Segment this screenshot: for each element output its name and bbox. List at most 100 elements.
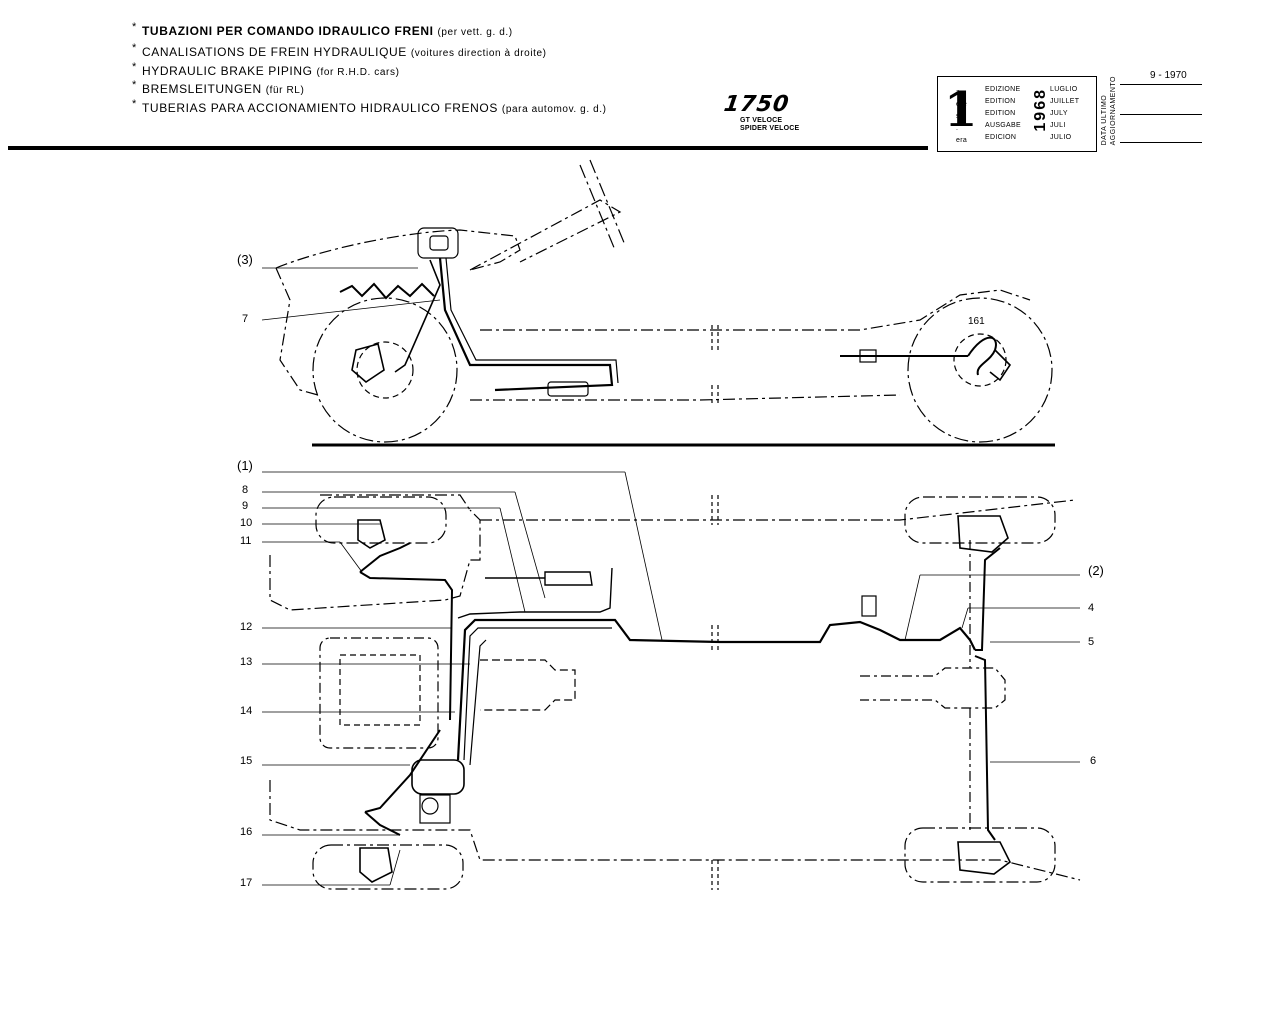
engine-head xyxy=(339,654,421,726)
update-line xyxy=(1120,84,1202,85)
callout-5: 5 xyxy=(1088,636,1095,648)
pipe-servo-feed xyxy=(457,567,613,619)
brake-servo-plan xyxy=(411,759,465,795)
callout-13: 13 xyxy=(240,656,253,668)
model-variant-gt: GT VELOCE xyxy=(740,117,783,124)
callout-leader xyxy=(514,491,546,599)
bullet-mark: * xyxy=(132,79,137,91)
rear-left-wheel xyxy=(904,496,1056,544)
edition-month: JULIO xyxy=(1050,134,1072,141)
break-mark xyxy=(711,495,719,890)
windscreen-outline xyxy=(469,199,622,271)
reservoir-cap xyxy=(429,235,449,251)
title-line-de: * BREMSLEITUNGEN (für RL) xyxy=(132,79,305,96)
front-left-caliper xyxy=(357,519,386,549)
front-caliper xyxy=(351,343,385,384)
callout-4: 4 xyxy=(1088,602,1095,614)
callout-8: 8 xyxy=(242,484,249,496)
callout-leader xyxy=(499,507,526,613)
callout-leader xyxy=(624,471,663,641)
rear-wheel xyxy=(907,297,1053,443)
pipe-front-left-end xyxy=(359,542,411,573)
pipe-rear-main-inner xyxy=(463,627,612,761)
edition-month: JULY xyxy=(1050,110,1068,117)
title-line-fr: * CANALISATIONS DE FREIN HYDRAULIQUE (vo… xyxy=(132,42,547,59)
front-right-wheel xyxy=(312,844,464,890)
rear-axle-diff xyxy=(860,667,1006,709)
plan-view xyxy=(262,471,1081,890)
servo-plan-unit xyxy=(485,571,593,586)
callout-2: (2) xyxy=(1088,563,1104,578)
callout-leader xyxy=(339,541,363,573)
bullet-mark: * xyxy=(132,21,137,33)
callout-161: 161 xyxy=(968,316,985,327)
update-line xyxy=(1120,114,1202,115)
reservoir-plan xyxy=(421,797,439,815)
callout-12: 12 xyxy=(240,621,253,633)
edition-suffix: . xyxy=(956,125,959,132)
edition-label: EDIZIONE xyxy=(985,86,1021,93)
edition-label: EDITION xyxy=(985,110,1016,117)
pipe-rear-right xyxy=(974,655,996,841)
pressure-regulator xyxy=(859,349,877,363)
callout-15: 15 xyxy=(240,755,253,767)
pipe-rear-main xyxy=(456,618,976,761)
callout-10: 10 xyxy=(240,517,253,529)
title-line-it: * TUBAZIONI PER COMANDO IDRAULICO FRENI … xyxy=(132,21,513,38)
pressure-regulator-plan xyxy=(861,595,877,617)
edition-suffix: st xyxy=(956,113,963,120)
bullet-mark: * xyxy=(132,98,137,110)
edition-suffix: a xyxy=(956,89,961,96)
callout-6: 6 xyxy=(1090,755,1097,767)
front-left-wheel xyxy=(315,496,447,544)
gearbox-plan xyxy=(480,659,576,711)
title-line-es: * TUBERIAS PARA ACCIONAMIENTO HIDRAULICO… xyxy=(132,98,607,115)
sill-line xyxy=(480,289,1031,331)
callout-9: 9 xyxy=(242,500,249,512)
edition-label: AUSGABE xyxy=(985,122,1021,129)
edition-label: EDICION xyxy=(985,134,1017,141)
break-mark xyxy=(711,325,719,405)
edition-month: LUGLIO xyxy=(1050,86,1078,93)
steering-column xyxy=(579,159,626,251)
front-hub xyxy=(356,341,414,399)
master-cylinder-plan xyxy=(419,794,451,824)
rear-right-wheel xyxy=(904,827,1056,883)
callout-leader xyxy=(389,849,401,886)
side-outline xyxy=(480,499,1076,521)
callout-11: 11 xyxy=(240,535,252,547)
model-variant-spider: SPIDER VELOCE xyxy=(740,125,800,132)
brake-servo xyxy=(547,381,589,397)
header-rule xyxy=(8,146,928,150)
body-outline xyxy=(275,229,521,396)
pipe-rear-left xyxy=(975,547,1001,651)
side-view xyxy=(261,159,1055,447)
pipe-rear-return xyxy=(469,639,487,766)
edition-month: JUILLET xyxy=(1050,98,1080,105)
pipe-front-right-end xyxy=(364,811,401,836)
bullet-mark: * xyxy=(132,61,137,73)
front-body-outline xyxy=(269,494,481,611)
floor-line xyxy=(470,394,901,401)
pipe-front-left xyxy=(359,571,454,721)
callout-leader xyxy=(261,299,441,321)
callout-17: 17 xyxy=(240,877,253,889)
engine-plan xyxy=(319,637,439,749)
edition-suffix: era xyxy=(956,137,968,144)
master-cylinder-reservoir xyxy=(417,227,459,259)
callout-7: 7 xyxy=(242,313,249,325)
callout-leader xyxy=(961,607,969,629)
engine-block xyxy=(339,282,435,300)
rear-left-caliper xyxy=(957,515,1009,553)
rear-caliper xyxy=(989,349,1012,382)
brake-pipe-main xyxy=(438,257,614,392)
pipe-front-right xyxy=(364,729,441,813)
edition-box xyxy=(937,76,1097,152)
front-right-caliper xyxy=(359,847,393,883)
title-line-en: * HYDRAULIC BRAKE PIPING (for R.H.D. car… xyxy=(132,61,400,78)
callout-16: 16 xyxy=(240,826,253,838)
update-date: 9 - 1970 xyxy=(1150,70,1187,81)
edition-month: JULI xyxy=(1050,122,1066,129)
callout-1: (1) xyxy=(237,458,253,473)
